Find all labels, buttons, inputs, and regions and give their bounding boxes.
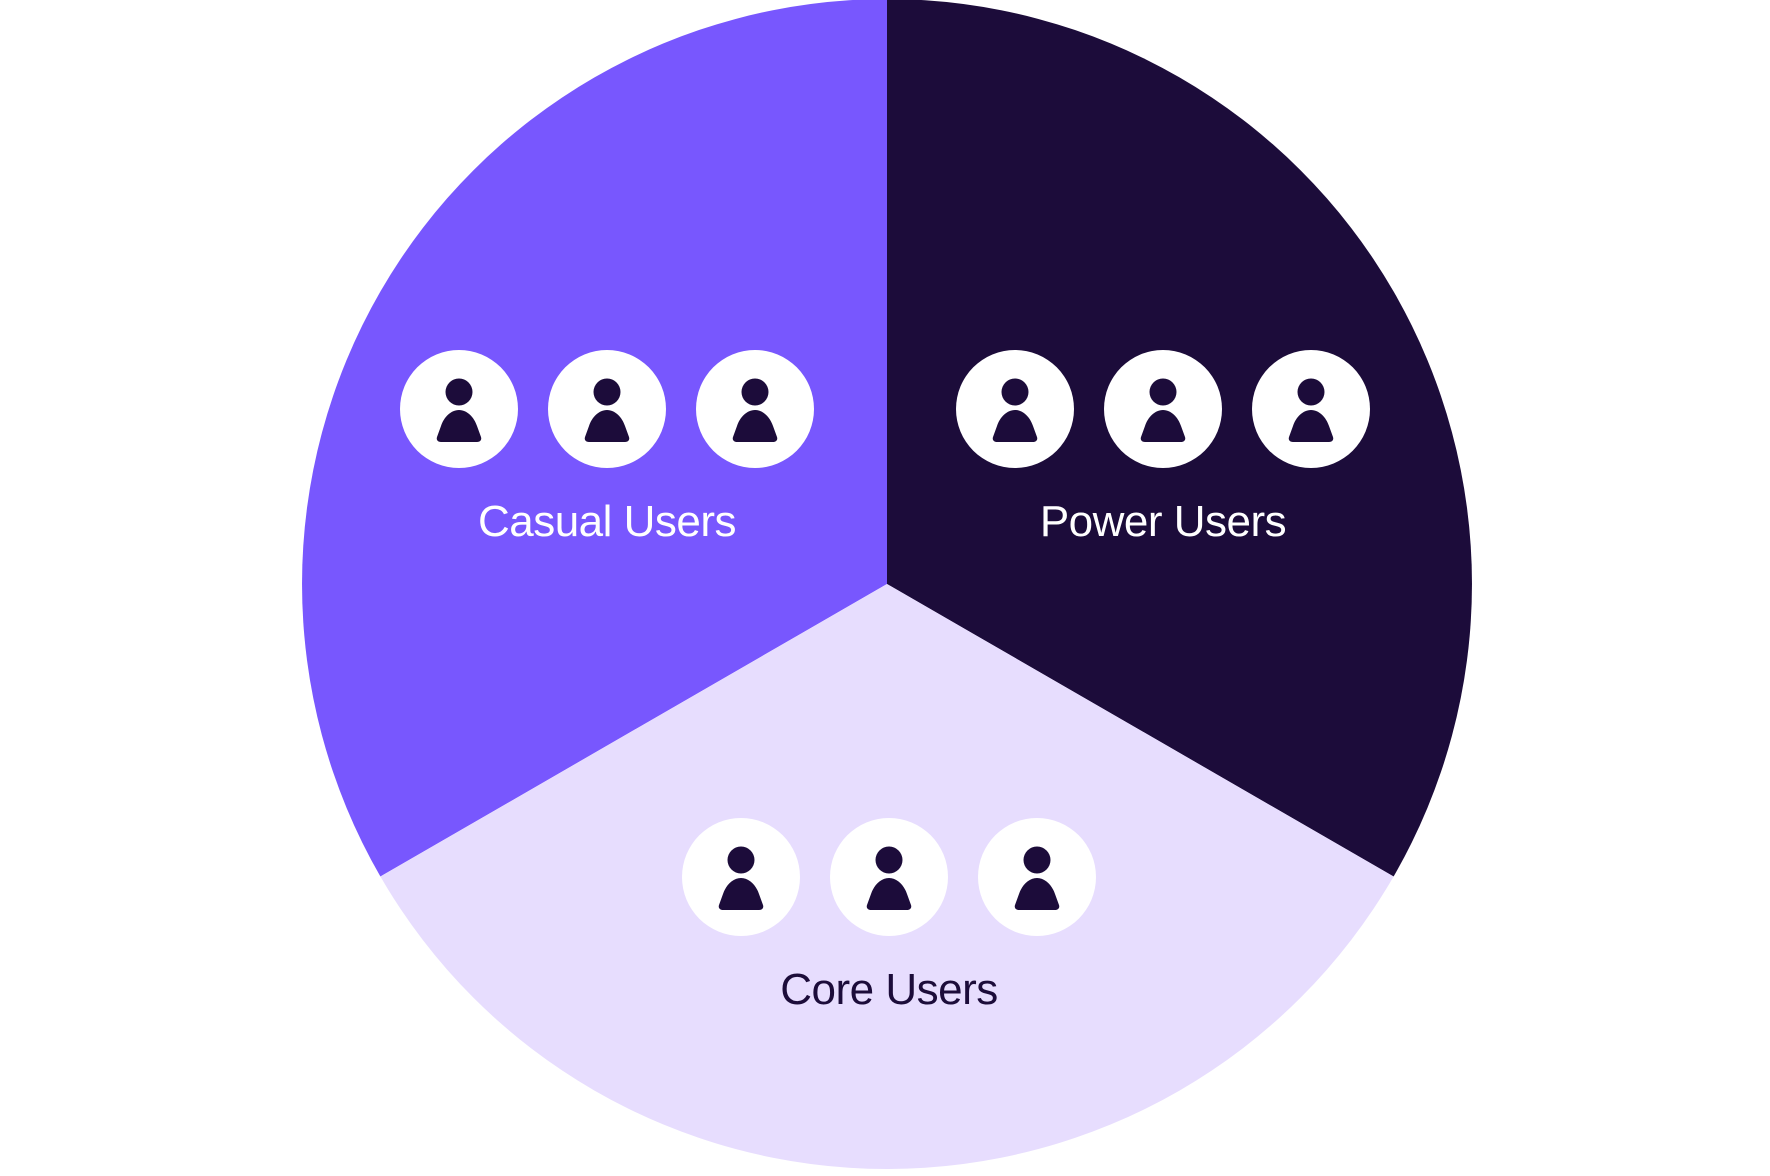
user-avatar [682,818,800,936]
avatar-badge [1252,350,1370,468]
user-avatar [830,818,948,936]
user-avatar [1104,350,1222,468]
user-avatar [956,350,1074,468]
avatar-badge [682,818,800,936]
avatar-badge [696,350,814,468]
segment-power: Power Users [956,350,1370,546]
avatar-badge [978,818,1096,936]
user-avatar [978,818,1096,936]
avatar-badge [956,350,1074,468]
segment-casual: Casual Users [400,350,814,546]
segment-label-power: Power Users [1040,497,1286,546]
segment-label-core: Core Users [780,965,998,1014]
avatar-badge [400,350,518,468]
user-avatar [696,350,814,468]
avatar-badge [1104,350,1222,468]
user-avatar [548,350,666,468]
segment-core: Core Users [682,818,1096,1014]
user-avatar [1252,350,1370,468]
avatar-badge [830,818,948,936]
segment-label-casual: Casual Users [478,497,736,546]
user-avatar [400,350,518,468]
avatar-badge [548,350,666,468]
